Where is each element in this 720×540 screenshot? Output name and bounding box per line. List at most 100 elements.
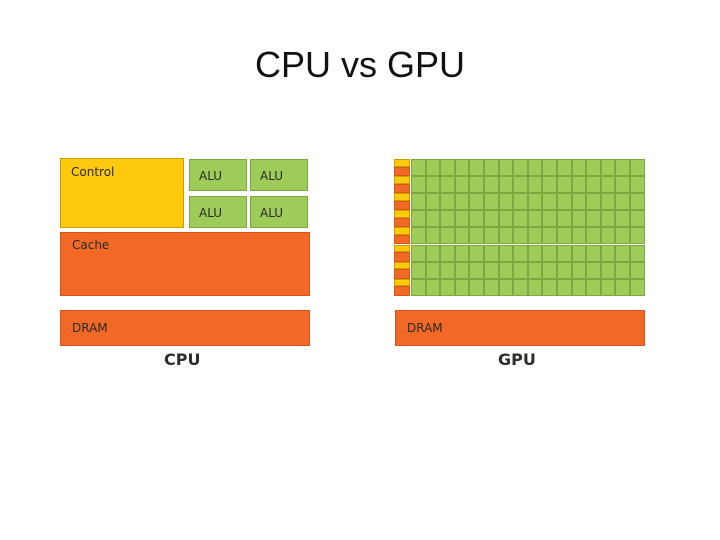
gpu-alu-cell [469, 244, 484, 262]
gpu-alu-cell [513, 176, 528, 194]
gpu-alu-cell [454, 176, 470, 194]
gpu-alu-cell [557, 244, 572, 262]
gpu-alu-cell [425, 244, 441, 262]
cpu-control-label: Control [71, 165, 115, 179]
gpu-alu-cell [571, 176, 587, 194]
gpu-alu-cell [484, 159, 499, 177]
gpu-alu-cell [527, 244, 543, 262]
gpu-alu-cell [586, 159, 601, 177]
gpu-caption: GPU [498, 350, 536, 369]
slide-title: CPU vs GPU [254, 44, 466, 85]
gpu-alu-cell [513, 278, 528, 296]
gpu-alu-cell [542, 159, 557, 177]
gpu-alu-cell [454, 227, 470, 245]
cpu-control-block: Control [60, 158, 184, 228]
gpu-alu-cell [484, 210, 499, 228]
gpu-alu-cell [542, 176, 557, 194]
gpu-alu-cell [586, 176, 601, 194]
gpu-alu-cell [630, 261, 645, 279]
gpu-alu-cell [600, 261, 616, 279]
gpu-alu-cell [571, 193, 587, 211]
cpu-alu-label: ALU [260, 206, 284, 220]
gpu-alu-cell [469, 176, 484, 194]
gpu-alu-cell [630, 159, 645, 177]
gpu-cache-cell [394, 235, 410, 245]
gpu-alu-cell [411, 176, 426, 194]
gpu-alu-cell [557, 176, 572, 194]
gpu-alu-cell [440, 227, 455, 245]
cpu-dram-block: DRAM [60, 310, 310, 346]
gpu-alu-cell [557, 159, 572, 177]
gpu-cache-cell [394, 166, 410, 177]
gpu-alu-cell [571, 278, 587, 296]
gpu-alu-cell [484, 244, 499, 262]
gpu-alu-cell [484, 176, 499, 194]
gpu-alu-cell [498, 278, 514, 296]
gpu-alu-cell [586, 210, 601, 228]
gpu-alu-cell [615, 193, 630, 211]
gpu-alu-cell [498, 159, 514, 177]
gpu-alu-cell [498, 210, 514, 228]
gpu-alu-cell [411, 159, 426, 177]
gpu-alu-cell [586, 227, 601, 245]
gpu-alu-cell [586, 261, 601, 279]
gpu-control-cell [394, 278, 410, 287]
gpu-alu-cell [440, 210, 455, 228]
gpu-alu-cell [557, 227, 572, 245]
gpu-alu-cell [484, 227, 499, 245]
gpu-alu-cell [425, 210, 441, 228]
gpu-alu-cell [425, 227, 441, 245]
gpu-control-cell [394, 227, 410, 236]
gpu-alu-cell [454, 261, 470, 279]
gpu-alu-cell [571, 244, 587, 262]
gpu-alu-cell [425, 159, 441, 177]
gpu-alu-cell [542, 227, 557, 245]
gpu-alu-cell [411, 261, 426, 279]
gpu-alu-cell [440, 261, 455, 279]
gpu-alu-cell [615, 261, 630, 279]
gpu-control-cell [394, 261, 410, 270]
cpu-alu-label: ALU [199, 206, 223, 220]
gpu-alu-cell [513, 227, 528, 245]
gpu-alu-cell [484, 193, 499, 211]
gpu-alu-cell [557, 261, 572, 279]
gpu-alu-cell [527, 159, 543, 177]
gpu-alu-cell [527, 278, 543, 296]
gpu-alu-cell [557, 278, 572, 296]
gpu-alu-cell [454, 278, 470, 296]
gpu-cache-cell [394, 269, 410, 279]
gpu-alu-cell [513, 244, 528, 262]
gpu-alu-cell [440, 278, 455, 296]
gpu-alu-cell [527, 193, 543, 211]
gpu-alu-cell [571, 227, 587, 245]
gpu-alu-cell [513, 193, 528, 211]
gpu-alu-cell [484, 261, 499, 279]
gpu-alu-cell [469, 227, 484, 245]
gpu-alu-cell [454, 159, 470, 177]
gpu-alu-cell [586, 278, 601, 296]
gpu-alu-cell [454, 244, 470, 262]
cpu-alu-block: ALU [250, 196, 308, 228]
cpu-cache-label: Cache [72, 238, 110, 252]
gpu-alu-cell [498, 244, 514, 262]
gpu-alu-cell [571, 210, 587, 228]
gpu-alu-cell [600, 159, 616, 177]
gpu-dram-label: DRAM [407, 321, 443, 335]
gpu-alu-cell [600, 227, 616, 245]
gpu-cache-cell [394, 200, 410, 211]
gpu-alu-cell [527, 210, 543, 228]
gpu-alu-cell [498, 193, 514, 211]
gpu-alu-cell [542, 210, 557, 228]
gpu-alu-cell [557, 193, 572, 211]
gpu-alu-cell [469, 210, 484, 228]
gpu-alu-cell [527, 227, 543, 245]
gpu-cache-cell [394, 217, 410, 228]
gpu-alu-cell [498, 227, 514, 245]
gpu-alu-cell [469, 159, 484, 177]
gpu-alu-cell [440, 159, 455, 177]
gpu-alu-cell [542, 278, 557, 296]
gpu-alu-cell [600, 210, 616, 228]
gpu-alu-cell [411, 210, 426, 228]
gpu-alu-cell [600, 193, 616, 211]
gpu-alu-cell [498, 176, 514, 194]
